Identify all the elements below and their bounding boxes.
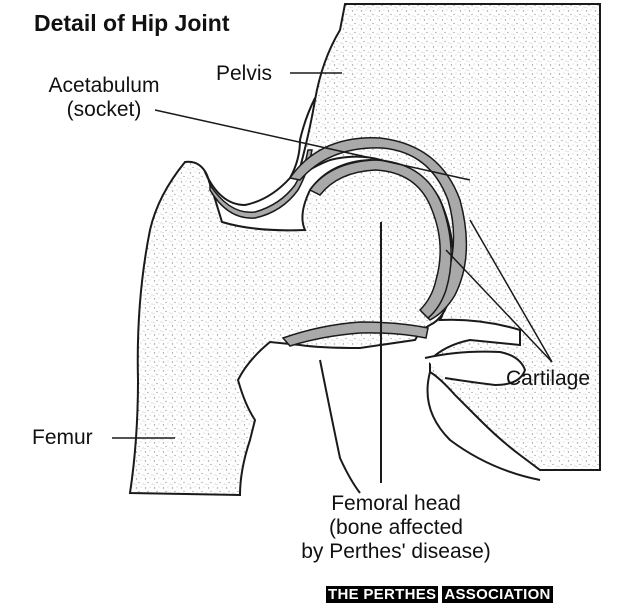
lower-joint-cartilage (281, 321, 429, 347)
pelvis-lower-outline (426, 371, 541, 481)
femoral-head-label-line2: (bone affected (329, 516, 463, 539)
femoral-head-label: Femoral head (bone affected by Perthes' … (276, 492, 516, 564)
diagram-title: Detail of Hip Joint (34, 10, 230, 36)
lesser-trochanter (424, 350, 527, 387)
pelvis-label: Pelvis (216, 62, 273, 85)
femur-label: Femur (32, 426, 93, 449)
femur-lower-outline (319, 359, 361, 494)
credit-part2: ASSOCIATION (442, 586, 553, 603)
acetabulum-leader-line (154, 109, 471, 181)
acetabulum-cartilage-layer (209, 149, 313, 219)
socket-cartilage (288, 137, 468, 321)
femoral-head-label-line1: Femoral head (331, 492, 461, 515)
cartilage-label: Cartilage (506, 367, 591, 390)
credit-part1: THE PERTHES (326, 586, 439, 603)
acetabulum-label-line2: (socket) (66, 98, 142, 121)
cartilage-leader-line-2 (445, 249, 553, 363)
acetabulum-label: Acetabulum (socket) (34, 74, 174, 122)
femoral-head-label-line3: by Perthes' disease) (301, 540, 491, 563)
acetabulum-label-line1: Acetabulum (48, 74, 160, 97)
cartilage-leader-line-1 (469, 219, 553, 363)
